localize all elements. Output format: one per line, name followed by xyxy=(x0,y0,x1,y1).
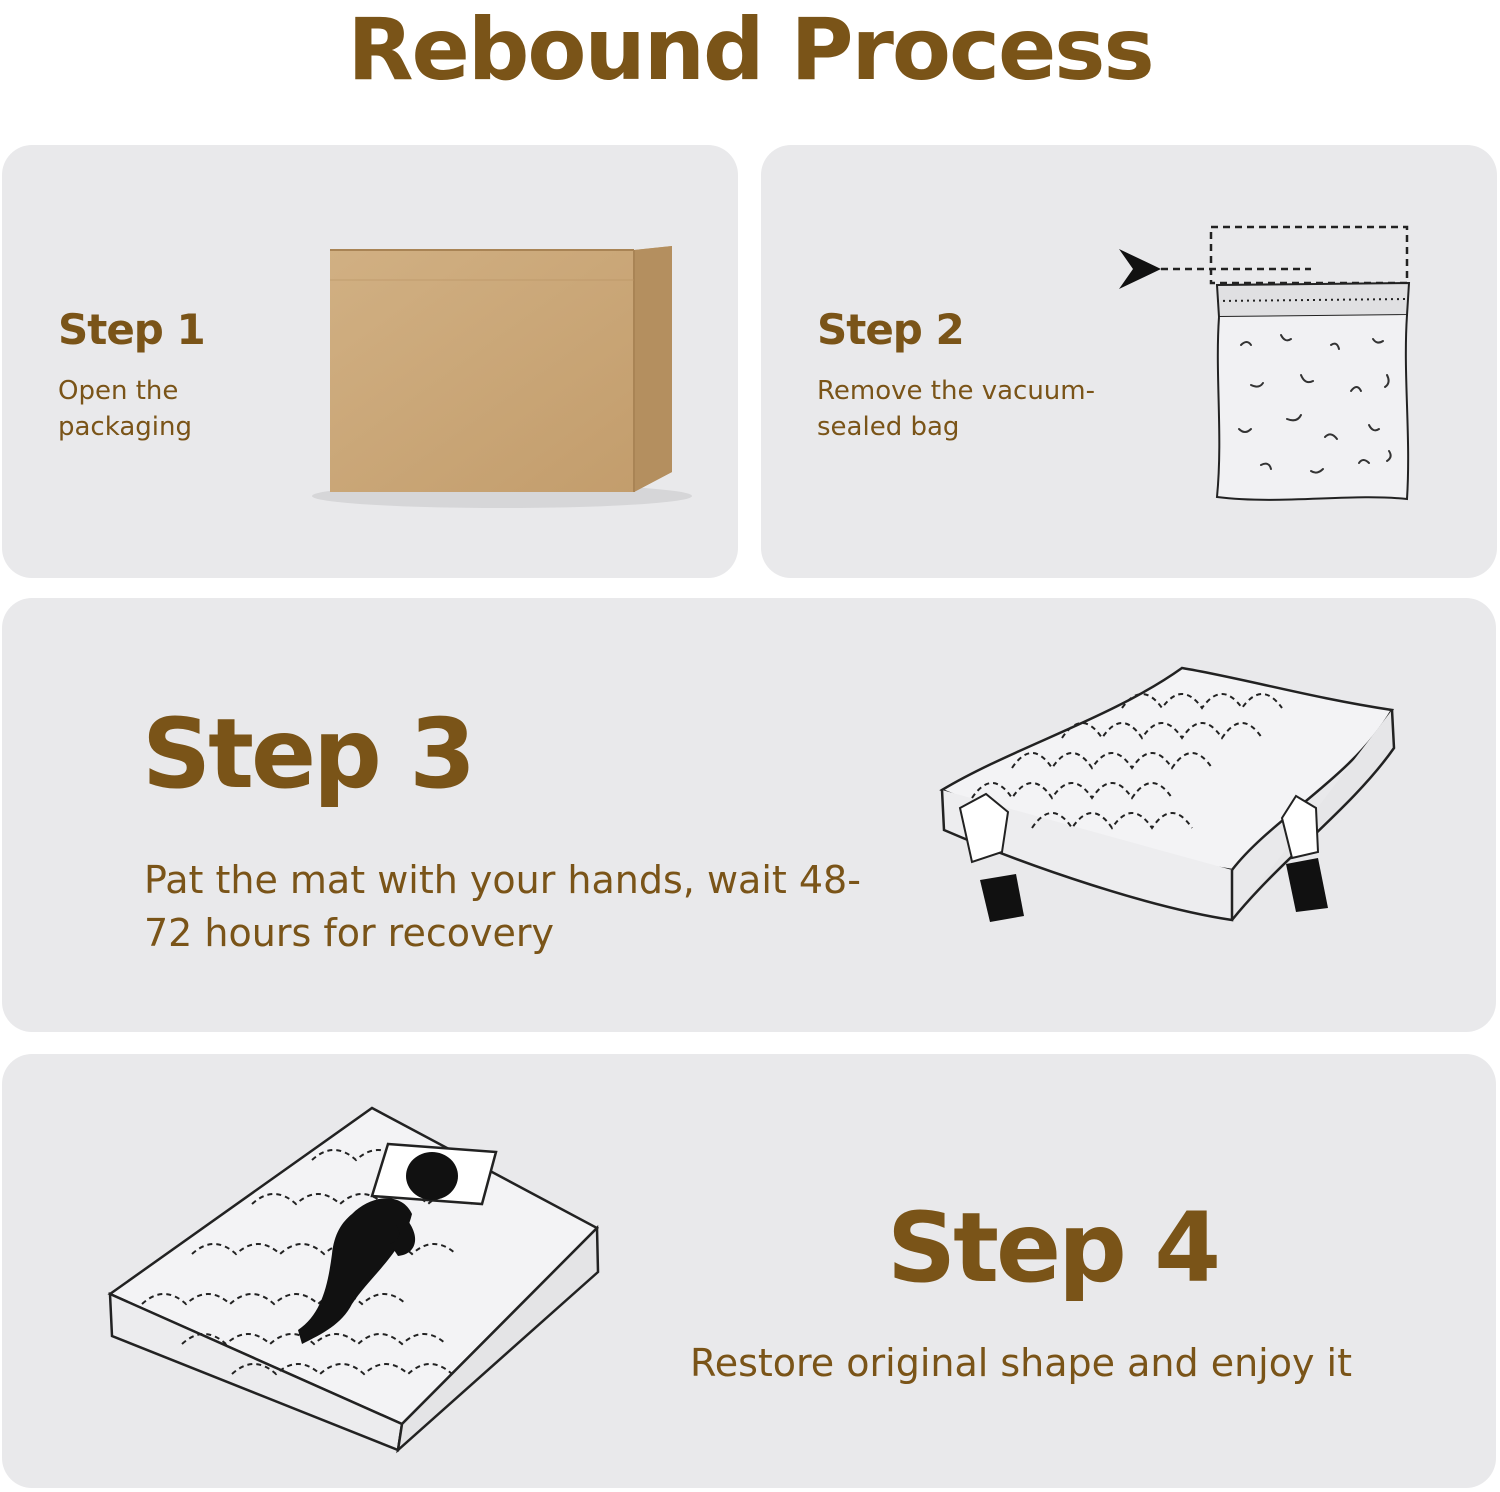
step-1-heading: Step 1 xyxy=(58,305,206,354)
step-3-description: Pat the mat with your hands, wait 48-72 … xyxy=(144,858,861,955)
mattress-hands-icon xyxy=(939,666,1396,922)
step-3-card: Step 3 Pat the mat with your hands, wait… xyxy=(2,598,1496,1032)
step-1-card: Step 1 Open the packaging xyxy=(2,145,738,578)
step-4-heading: Step 4 xyxy=(887,1192,1221,1304)
step-4-description: Restore original shape and enjoy it xyxy=(690,1341,1352,1385)
step-4-card: Step 4 Restore original shape and enjoy … xyxy=(2,1054,1496,1488)
step-1-description: Open the packaging xyxy=(58,376,192,442)
step-3-heading: Step 3 xyxy=(142,698,476,810)
cardboard-box-image xyxy=(312,246,692,508)
vacuum-bag-icon xyxy=(1119,225,1411,501)
step-2-card: Step 2 Remove the vacuum-sealed bag xyxy=(761,145,1497,578)
mattress-sleeper-icon xyxy=(107,1106,600,1454)
step-2-description: Remove the vacuum-sealed bag xyxy=(817,376,1095,442)
step-2-heading: Step 2 xyxy=(817,305,965,354)
page-title: Rebound Process xyxy=(347,0,1154,100)
